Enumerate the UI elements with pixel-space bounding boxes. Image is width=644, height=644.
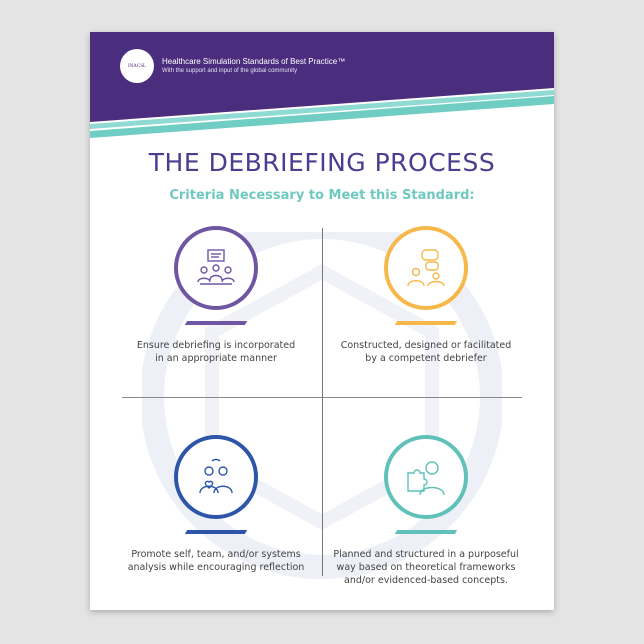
criterion-3: Promote self, team, and/or systems analys… [111, 435, 321, 574]
accent-bar [184, 321, 248, 325]
accent-bar [184, 530, 248, 534]
page-title: THE DEBRIEFING PROCESS [148, 148, 496, 177]
criterion-text-line: in an appropriate manner [155, 353, 277, 364]
logo-text: INACSL [127, 63, 147, 69]
page-subtitle: Criteria Necessary to Meet this Standard… [169, 188, 475, 203]
poster: INACSL Healthcare Simulation Standards o… [90, 32, 554, 610]
debriefer-conversation-icon [384, 226, 468, 310]
criterion-text-line: by a competent debriefer [365, 353, 487, 364]
criterion-4: Planned and structured in a purposeful wa… [321, 435, 531, 587]
criterion-2: Constructed, designed or facilitated by a… [321, 226, 531, 365]
puzzle-thinking-icon [384, 435, 468, 519]
criterion-text-line: and/or evidenced-based concepts. [344, 575, 508, 586]
criterion-text-line: way based on theoretical frameworks [336, 562, 516, 573]
criterion-text-line: Planned and structured in a purposeful [333, 549, 519, 560]
header-banner [90, 32, 554, 138]
criterion-1: Ensure debriefing is incorporated in an a… [111, 226, 321, 365]
vertical-divider [322, 228, 323, 576]
criterion-text-line: Ensure debriefing is incorporated [136, 340, 296, 351]
accent-bar [394, 321, 458, 325]
criterion-text-line: analysis while encouraging reflection [127, 562, 305, 573]
criterion-text-line: Promote self, team, and/or systems [131, 549, 301, 560]
header-title: Healthcare Simulation Standards of Best … [162, 57, 346, 66]
team-reflection-icon [174, 435, 258, 519]
header-subtitle: With the support and input of the global… [162, 68, 298, 74]
accent-bar [394, 530, 458, 534]
debriefing-meeting-icon [174, 226, 258, 310]
horizontal-divider [122, 397, 522, 398]
inacsl-logo: INACSL [120, 49, 154, 83]
criterion-text-line: Constructed, designed or facilitated [340, 340, 512, 351]
